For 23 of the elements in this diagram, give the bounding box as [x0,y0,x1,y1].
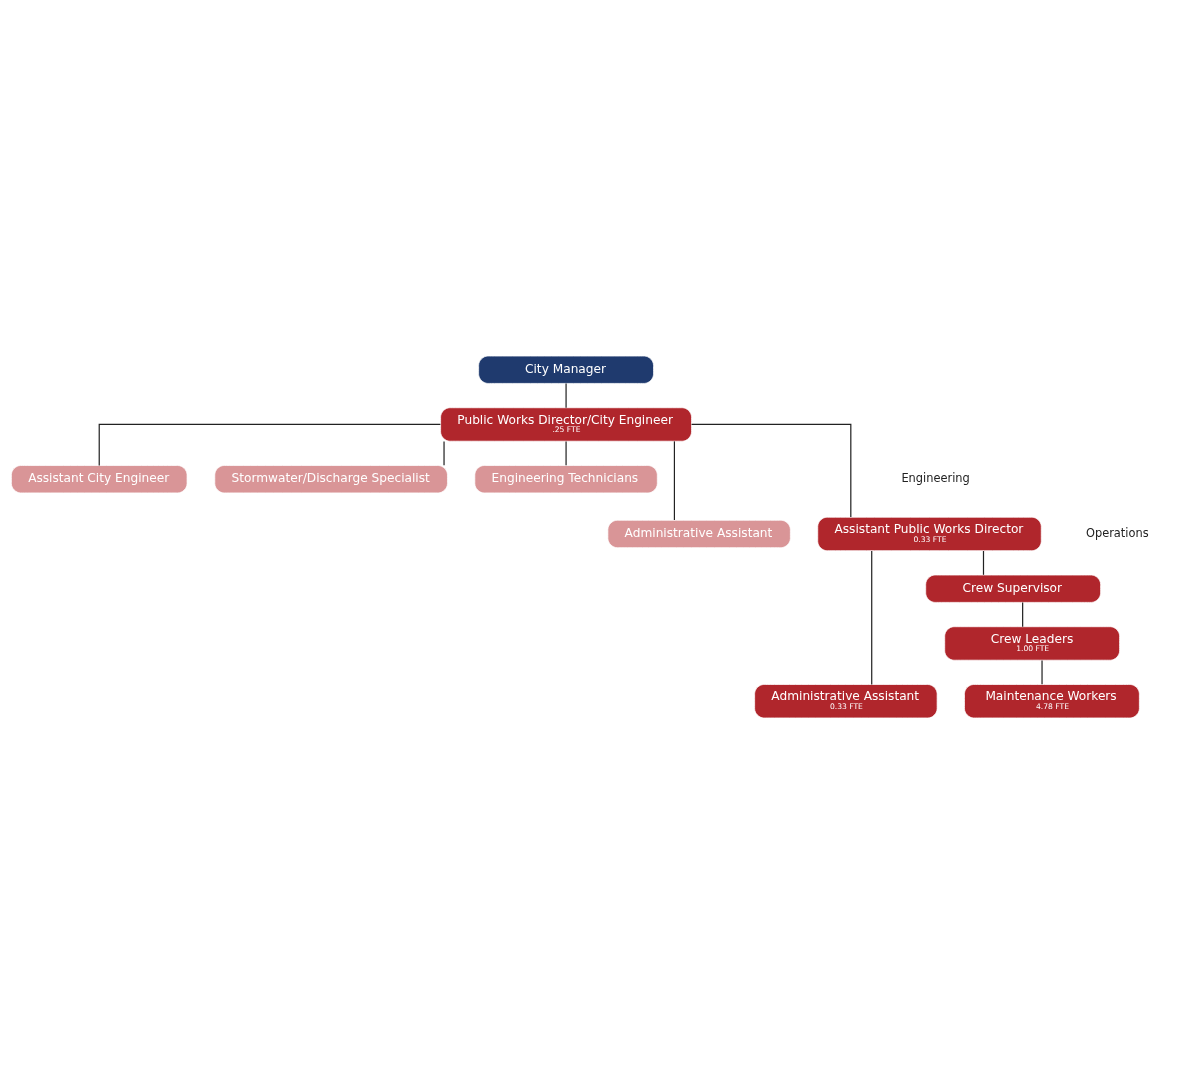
node-box: Assistant Public Works Director 0.33 FTE [817,516,1042,552]
label: Engineering [901,470,970,485]
connector [1041,659,1043,685]
node-box: Engineering Technicians [474,465,658,494]
node-box: Crew Leaders 1.00 FTE [944,626,1120,661]
node-box: Crew Supervisor [925,574,1101,603]
label: Operations [1086,525,1149,540]
connector [871,550,873,686]
node-box: Administrative Assistant 0.33 FTE [754,684,938,719]
node-box: Assistant City Engineer [11,465,188,494]
node-box: Administrative Assistant [607,519,791,548]
connector [1022,601,1024,628]
connector [691,423,852,518]
connector [443,440,445,466]
node-box: Public Works Director/City Engineer .25 FTE [440,407,692,442]
connector [565,382,567,409]
connector [673,440,676,521]
connector [565,440,567,466]
node-box: City Manager [478,355,654,384]
node-box: Stormwater/Discharge Specialist [214,465,448,494]
connector [98,423,441,466]
node-box: Maintenance Workers 4.78 FTE [964,684,1140,719]
connector [982,550,985,576]
